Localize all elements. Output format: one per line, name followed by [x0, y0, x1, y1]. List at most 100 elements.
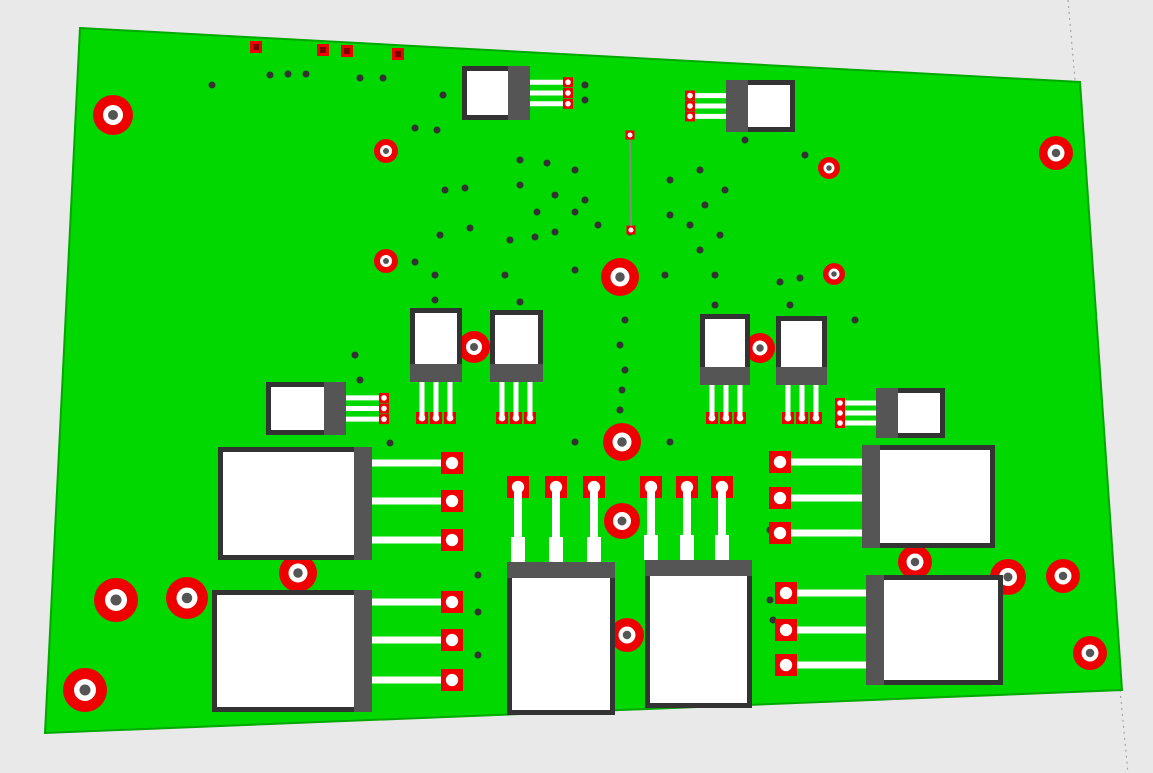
mounting-hole: [604, 503, 640, 539]
via: [711, 271, 719, 279]
via: [208, 81, 216, 89]
pad-drill: [837, 400, 843, 406]
pad-drill: [381, 416, 387, 422]
component-body: [871, 580, 998, 680]
via: [696, 246, 704, 254]
pad-drill: [627, 132, 633, 138]
dpak-transistor: [726, 80, 795, 132]
component-body: [223, 452, 367, 555]
via: [356, 376, 364, 384]
component-tab: [354, 447, 372, 560]
via: [506, 236, 514, 244]
via: [533, 208, 541, 216]
via: [696, 166, 704, 174]
mounting-hole: [1046, 559, 1080, 593]
via: [516, 298, 524, 306]
via: [474, 571, 482, 579]
hole-shadow: [383, 148, 389, 154]
component-body: [650, 565, 747, 703]
power-transistor: [218, 447, 372, 560]
dpak-transistor: [462, 66, 530, 120]
via: [801, 151, 809, 159]
pad-drill: [381, 395, 387, 401]
via: [796, 274, 804, 282]
via: [716, 231, 724, 239]
via: [284, 70, 292, 78]
mounting-hole: [93, 95, 133, 135]
via: [571, 438, 579, 446]
regulator: [410, 308, 462, 382]
hole-shadow: [1085, 648, 1095, 658]
dpak-transistor: [266, 382, 346, 435]
via: [386, 439, 394, 447]
smd-pad-hole: [344, 48, 350, 54]
via: [571, 266, 579, 274]
pad-drill: [565, 79, 571, 85]
mounting-hole: [1039, 136, 1073, 170]
mounting-hole: [818, 157, 840, 179]
via: [466, 224, 474, 232]
lead-shoulder: [549, 537, 563, 562]
hole-shadow: [826, 165, 832, 171]
pad-drill: [628, 227, 634, 233]
via: [686, 221, 694, 229]
via: [666, 438, 674, 446]
component-tab: [726, 80, 748, 132]
pad-drill: [779, 658, 793, 672]
mounting-hole: [603, 423, 641, 461]
via: [474, 608, 482, 616]
hole-shadow: [831, 271, 837, 277]
mounting-hole: [458, 331, 490, 363]
component-tab: [410, 364, 462, 382]
via: [621, 366, 629, 374]
power-transistor: [507, 562, 615, 715]
via: [411, 258, 419, 266]
pad-drill: [687, 103, 693, 109]
via: [439, 91, 447, 99]
via: [766, 596, 774, 604]
via: [436, 231, 444, 239]
hole-shadow: [756, 344, 764, 352]
component-body: [512, 567, 610, 710]
via: [571, 166, 579, 174]
via: [356, 74, 364, 82]
via: [431, 296, 439, 304]
axial-component: [629, 139, 632, 227]
power-transistor: [862, 445, 995, 548]
mounting-hole: [374, 139, 398, 163]
regulator: [700, 314, 750, 385]
power-transistor: [212, 590, 372, 712]
via: [431, 271, 439, 279]
mounting-hole: [63, 668, 107, 712]
pad-drill: [445, 673, 459, 687]
hole-shadow: [1058, 571, 1068, 581]
via: [776, 278, 784, 286]
hole-shadow: [110, 594, 122, 606]
pad-drill: [773, 491, 787, 505]
component-body: [867, 450, 990, 543]
component-tab: [645, 560, 752, 576]
pad-drill: [779, 586, 793, 600]
via: [661, 271, 669, 279]
smd-pad-hole: [253, 44, 259, 50]
component-tab: [866, 575, 884, 685]
via: [379, 74, 387, 82]
via: [501, 271, 509, 279]
lead-shoulder: [587, 537, 601, 562]
via: [351, 351, 359, 359]
via: [769, 616, 777, 624]
hole-shadow: [1003, 572, 1013, 582]
via: [621, 316, 629, 324]
pad-drill: [445, 633, 459, 647]
lead-shoulder: [715, 535, 729, 560]
via: [721, 186, 729, 194]
mounting-hole: [94, 578, 138, 622]
hole-shadow: [617, 516, 627, 526]
mounting-hole-group: [63, 41, 1107, 712]
component-tab: [490, 364, 543, 382]
via: [551, 191, 559, 199]
mounting-hole: [745, 333, 775, 363]
via: [551, 228, 559, 236]
hole-shadow: [622, 630, 632, 640]
